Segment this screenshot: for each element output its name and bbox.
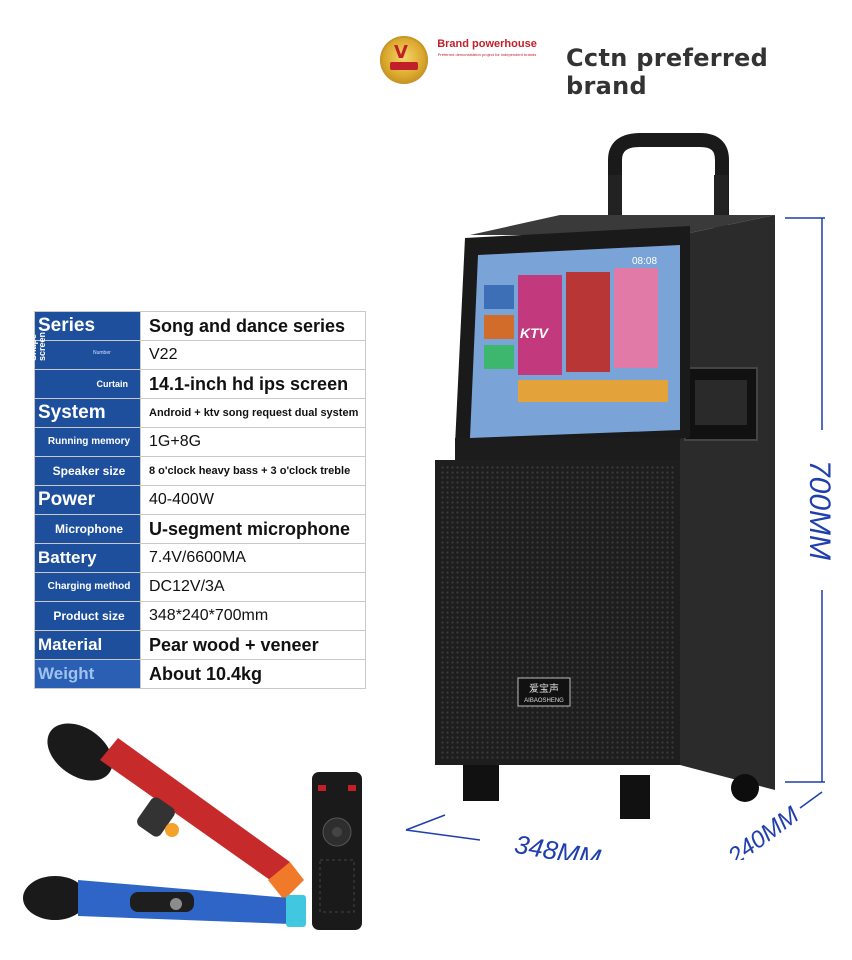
spec-key-rotated: Shape screen bbox=[28, 331, 47, 361]
width-dimension bbox=[405, 814, 481, 841]
spec-key: System bbox=[34, 398, 141, 428]
spec-value: 8 o'clock heavy bass + 3 o'clock treble bbox=[140, 456, 366, 486]
wheel-icon bbox=[731, 774, 759, 802]
spec-value: 7.4V/6600MA bbox=[140, 543, 366, 573]
brand-logo-plate bbox=[517, 677, 571, 707]
spec-key-sub: Number bbox=[93, 350, 111, 356]
spec-value: V22 bbox=[140, 340, 366, 370]
spec-key: Shape screen Number bbox=[28, 332, 141, 370]
table-row: Shape screen Number V22 bbox=[28, 332, 366, 370]
rear-foot bbox=[620, 775, 650, 819]
spec-value: 40-400W bbox=[140, 485, 366, 515]
height-dimension bbox=[785, 217, 825, 783]
speaker-side-panel bbox=[680, 215, 775, 790]
spec-value: 1G+8G bbox=[140, 427, 366, 457]
spec-key: Microphone bbox=[34, 514, 141, 544]
control-strip bbox=[455, 438, 680, 460]
spec-value: 14.1-inch hd ips screen bbox=[140, 369, 366, 399]
accessories-image bbox=[23, 723, 362, 930]
brand-powerhouse-block: Brand powerhouse Preferred demonstration… bbox=[430, 38, 544, 84]
blue-microphone bbox=[23, 876, 306, 927]
brand-title: Brand powerhouse bbox=[437, 38, 537, 50]
depth-label: 240MM bbox=[722, 801, 803, 860]
remote-control bbox=[312, 772, 362, 930]
screen-clock: 08:08 bbox=[632, 256, 657, 267]
spec-key: Weight bbox=[34, 659, 141, 689]
height-label: 700MM bbox=[803, 460, 836, 560]
red-microphone bbox=[47, 723, 304, 900]
spec-key: Running memory bbox=[34, 427, 141, 457]
logo-en: AIBAOSHENG bbox=[524, 698, 564, 704]
brand-subtitle: Preferred demonstration project for inde… bbox=[437, 52, 537, 57]
spec-value: 348*240*700mm bbox=[140, 601, 366, 631]
spec-value: Android + ktv song request dual system bbox=[140, 398, 366, 428]
spec-key: Speaker size bbox=[34, 456, 141, 486]
front-foot bbox=[463, 765, 499, 801]
spec-key: Material bbox=[34, 630, 141, 660]
logo-cn: 爱宝声 bbox=[529, 682, 559, 695]
width-label: 348MM bbox=[512, 829, 603, 860]
spec-key: Power bbox=[34, 485, 141, 515]
depth-dimension bbox=[799, 791, 823, 809]
spec-key: Battery bbox=[34, 543, 141, 573]
spec-key: Charging method bbox=[34, 572, 141, 602]
screen-ktv-label: KTV bbox=[520, 325, 550, 341]
spec-value: DC12V/3A bbox=[140, 572, 366, 602]
spec-key: Product size bbox=[34, 601, 141, 631]
spec-value: About 10.4kg bbox=[140, 659, 366, 689]
spec-key: Curtain bbox=[34, 369, 141, 399]
page-title: Cctn preferred brand bbox=[566, 44, 769, 100]
speaker-product-image: 08:08 KTV 爱宝声 AIBAOSHENG 700MM 348MM 240… bbox=[405, 133, 836, 860]
spec-value: U-segment microphone bbox=[140, 514, 366, 544]
spec-value: Song and dance series bbox=[140, 311, 366, 341]
spec-value: Pear wood + veneer bbox=[140, 630, 366, 660]
brand-badge-icon: V bbox=[380, 36, 428, 84]
spec-key: Series bbox=[34, 311, 141, 341]
